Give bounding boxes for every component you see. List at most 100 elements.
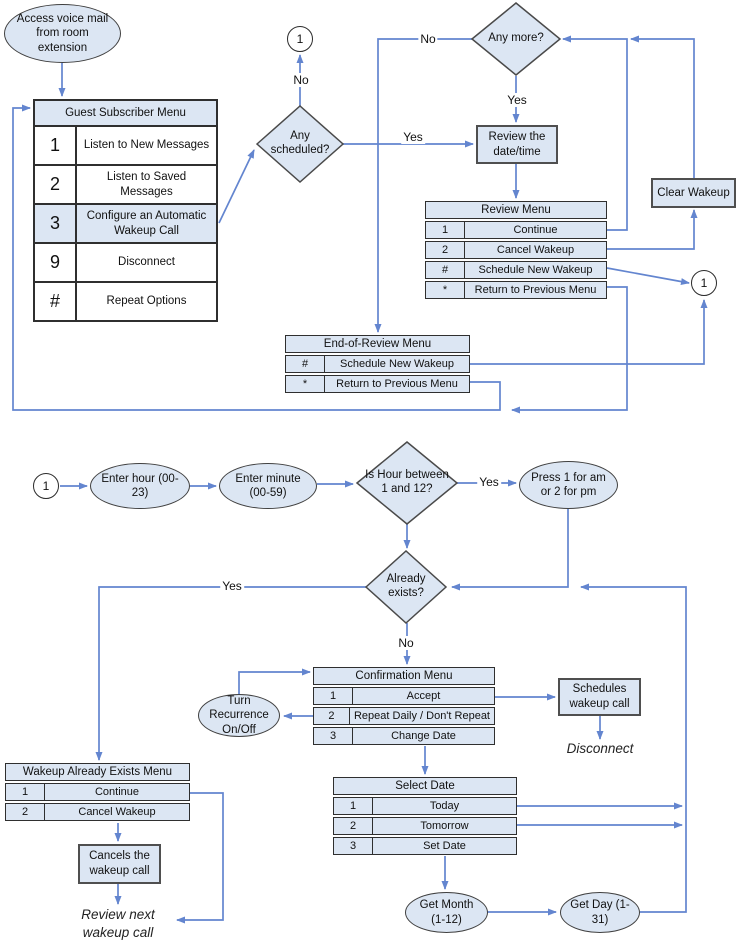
start-label: Access voice mail from room extension <box>16 12 109 54</box>
edge-label-any-more-no: No <box>418 32 438 46</box>
menu-label: Schedule New Wakeup <box>478 264 593 276</box>
menu-key: 2 <box>314 708 350 724</box>
menu-guest-title: Guest Subscriber Menu <box>35 101 216 127</box>
decision-any-scheduled-shape <box>255 104 345 184</box>
menu-end-row-pound: # Schedule New Wakeup <box>285 355 470 373</box>
connector-circle-label: 1 <box>296 32 304 46</box>
menu-review-title: Review Menu <box>425 201 607 219</box>
menu-key: 1 <box>334 798 373 814</box>
menu-key: # <box>426 262 465 278</box>
edge-label-already-exists-yes: Yes <box>220 579 244 593</box>
edge-turn-recurrence-to-confirmation <box>238 668 311 694</box>
get-month-label: Get Month (1-12) <box>419 899 474 926</box>
edge-continue2-to-review-next <box>176 792 224 924</box>
menu-label: Schedule New Wakeup <box>340 358 454 370</box>
menu-label: Cancel Wakeup <box>496 244 575 256</box>
enter-minute-label: Enter minute (00-59) <box>235 472 301 499</box>
menu-key: * <box>286 376 325 392</box>
already-exists-label: Already exists? <box>386 573 426 599</box>
connector-circle-1-bottom: 1 <box>33 473 59 499</box>
menu-key: 2 <box>334 818 373 834</box>
edge-end-schedule-to-circle1-right <box>470 299 708 365</box>
menu-key: 2 <box>426 242 465 258</box>
menu-key: 1 <box>35 127 77 164</box>
schedules-wakeup-box: Schedules wakeup call <box>558 678 641 716</box>
decision-any-scheduled: Any scheduled? <box>262 110 338 178</box>
menu-label: Configure an Automatic Wakeup Call <box>77 205 216 242</box>
menu-guest-subscriber: Guest Subscriber Menu 1 Listen to New Mes… <box>33 99 218 322</box>
get-day-label: Get Day (1-31) <box>570 899 630 926</box>
edge-already-exists-yes-to-wakeup-exists <box>95 586 366 761</box>
edge-review-return-down-left <box>511 286 628 414</box>
menu-label: Cancel Wakeup <box>78 806 156 818</box>
clear-wakeup-label: Clear Wakeup <box>657 186 730 199</box>
any-scheduled-label: Any scheduled? <box>270 130 330 156</box>
enter-minute-node: Enter minute (00-59) <box>219 463 317 509</box>
menu-end-of-review: End-of-Review Menu #Schedule New Wakeup … <box>285 335 470 393</box>
menu-select-date-row-1: 1 Today <box>333 797 517 815</box>
turn-recurrence-node: Turn Recurrence On/Off <box>198 694 280 737</box>
menu-key: 9 <box>35 244 77 281</box>
decision-already-exists-shape <box>364 549 448 625</box>
is-hour-label: Is Hour between 1 and 12? <box>365 469 449 495</box>
menu-label: Accept <box>406 690 441 702</box>
edge-guest3-to-any-scheduled <box>218 149 255 224</box>
menu-review-row-2: 2 Cancel Wakeup <box>425 241 607 259</box>
edge-press-ampm-to-already-exists <box>451 509 569 591</box>
connector-circle-label: 1 <box>700 276 708 290</box>
edge-any-more-no-to-end-of-review <box>374 38 472 333</box>
decision-is-hour: Is Hour between 1 and 12? <box>365 448 449 518</box>
menu-key: 3 <box>314 728 353 744</box>
get-month-node: Get Month (1-12) <box>405 892 488 933</box>
menu-label: Today <box>429 800 460 812</box>
menu-confirmation-title: Confirmation Menu <box>313 667 495 685</box>
edge-continue-to-any-more <box>562 35 628 231</box>
menu-label: Listen to Saved Messages <box>106 170 187 198</box>
any-more-label: Any more? <box>488 32 544 45</box>
press-ampm-label: Press 1 for am or 2 for pm <box>531 471 606 498</box>
disconnect-terminal: Disconnect <box>566 741 634 756</box>
menu-label: Tomorrow <box>420 820 469 832</box>
enter-hour-label: Enter hour (00-23) <box>101 472 179 499</box>
menu-key: 3 <box>35 205 77 242</box>
menu-label: Listen to New Messages <box>83 139 210 152</box>
menu-label: Repeat Daily / Don't Repeat <box>353 710 490 722</box>
menu-review-row-star: * Return to Previous Menu <box>425 281 607 299</box>
menu-wakeup-exists-row-2: 2 Cancel Wakeup <box>5 803 190 821</box>
menu-label: Return to Previous Menu <box>474 284 597 296</box>
menu-label: Disconnect <box>118 256 175 269</box>
press-ampm-node: Press 1 for am or 2 for pm <box>519 461 618 509</box>
menu-end-of-review-title: End-of-Review Menu <box>285 335 470 353</box>
clear-wakeup-box: Clear Wakeup <box>651 178 736 208</box>
menu-review-row-pound: # Schedule New Wakeup <box>425 261 607 279</box>
menu-guest-row-9: 9 Disconnect <box>35 242 216 281</box>
menu-key: # <box>286 356 325 372</box>
turn-recurrence-label: Turn Recurrence On/Off <box>209 694 269 736</box>
cancels-wakeup-label: Cancels the wakeup call <box>89 850 150 877</box>
edge-schedule-new-to-circle1-right <box>606 267 690 286</box>
decision-any-more-shape <box>470 2 562 76</box>
decision-is-hour-shape <box>355 441 459 525</box>
menu-label: Continue <box>94 786 140 798</box>
menu-label: Return to Previous Menu <box>336 378 458 390</box>
menu-label: Continue <box>513 224 558 236</box>
decision-already-exists: Already exists? <box>371 553 441 621</box>
menu-label: Repeat Options <box>106 295 187 308</box>
menu-key: * <box>426 282 465 298</box>
menu-key: 2 <box>6 804 45 820</box>
edge-label-already-exists-no: No <box>396 636 416 650</box>
edge-clear-wakeup-to-any-more <box>630 35 695 178</box>
menu-confirmation-row-1: 1 Accept <box>313 687 495 705</box>
menu-key: 1 <box>6 784 45 800</box>
menu-select-date-title: Select Date <box>333 777 517 795</box>
menu-key: 1 <box>314 688 353 704</box>
start-node: Access voice mail from room extension <box>4 4 121 63</box>
edge-label-any-scheduled-no: No <box>291 73 311 87</box>
menu-label: Change Date <box>391 730 456 742</box>
